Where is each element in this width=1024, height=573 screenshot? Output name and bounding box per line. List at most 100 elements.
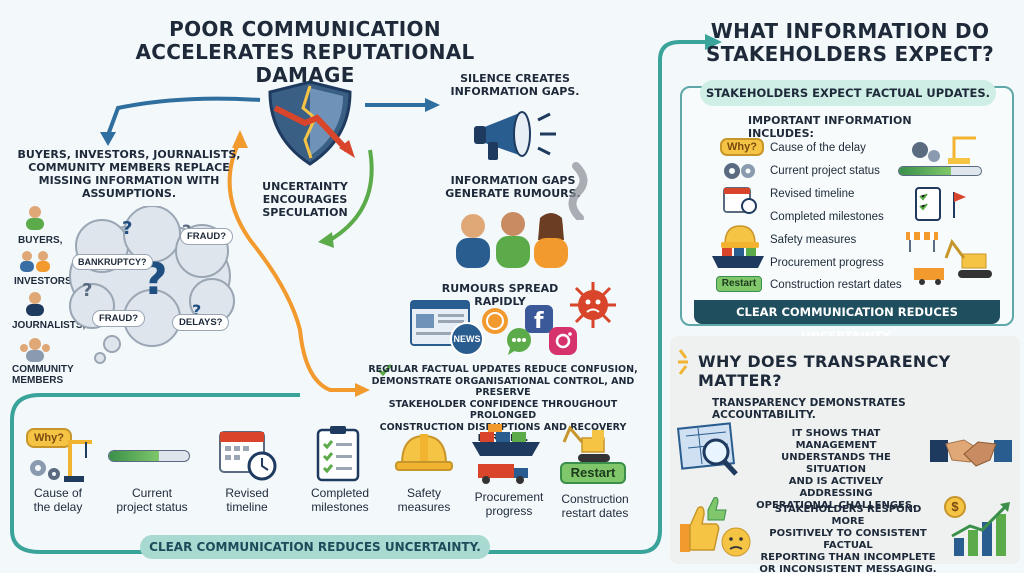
green-arrow	[328, 149, 374, 242]
growth-chart-icon	[951, 502, 1010, 556]
regular-line-2: DEMONSTRATE ORGANISATIONAL CONTROL, AND …	[371, 375, 635, 399]
bottom-label-safety-line-2: measures	[397, 500, 451, 514]
bottom-label-timeline-line-2: timeline	[226, 500, 268, 514]
bubble-fraud-bottom: FRAUD?	[92, 310, 146, 327]
expect-why-bubble: Why?	[720, 138, 764, 156]
bottom-label-procurement: Procurement progress	[464, 490, 554, 518]
rss-globe-icon	[482, 308, 508, 334]
transparency-text-2-line-3: REPORTING THAN INCOMPLETE	[760, 552, 936, 563]
expect-heading: IMPORTANT INFORMATION INCLUDES:	[748, 114, 912, 140]
expect-progress-fill	[899, 167, 952, 175]
progress-bar	[108, 450, 190, 462]
arrow-head-orange-right	[355, 383, 370, 397]
transparency-text-1: IT SHOWS THAT MANAGEMENT UNDERSTANDS THE…	[756, 428, 916, 512]
arrow-head-orange-up	[232, 130, 248, 148]
handshake-icon	[930, 439, 1012, 467]
right-title-line-2: STAKEHOLDERS EXPECT?	[706, 42, 994, 66]
right-title: WHAT INFORMATION DO STAKEHOLDERS EXPECT?	[690, 20, 1010, 66]
regular-line-3: STAKEHOLDER CONFIDENCE THROUGHOUT PROLON…	[388, 398, 618, 422]
silence-text: SILENCE CREATES INFORMATION GAPS.	[445, 72, 585, 98]
checkmark-icon	[378, 364, 392, 376]
investors-group-icon	[20, 251, 50, 272]
community-group-icon	[20, 338, 50, 362]
gaps-text: INFORMATION GAPS GENERATE RUMOURS.	[438, 174, 588, 200]
bottom-label-cause-line-1: Cause of	[33, 486, 83, 500]
transparency-text-2-line-1: STAKEHOLDERS RESPOND MORE	[774, 504, 922, 527]
label-investors: INVESTORS,	[14, 276, 75, 287]
instagram-icon	[549, 327, 577, 355]
svg-text:?: ?	[122, 218, 132, 239]
bottom-why-bubble: Why?	[26, 428, 72, 448]
label-buyers: BUYERS,	[18, 235, 63, 246]
right-title-line-1: WHAT INFORMATION DO	[710, 19, 990, 43]
expect-item-status: Current project status	[770, 165, 880, 177]
news-badge: NEWS	[450, 322, 484, 356]
label-journalists: JOURNALISTS,	[12, 320, 86, 331]
arrow-head-left	[100, 132, 116, 146]
expect-calendar-icon	[723, 187, 757, 214]
chat-icon	[507, 328, 531, 355]
svg-text:?: ?	[82, 280, 92, 301]
transparency-text-2-line-2: POSITIVELY TO CONSISTENT FACTUAL	[769, 528, 927, 551]
transparency-text-2-line-4: OR INCONSISTENT MESSAGING.	[759, 564, 937, 573]
bottom-label-status-line-2: project status	[116, 500, 188, 514]
bottom-label-cause: Cause of the delay	[18, 486, 98, 514]
cargo-ship-truck-icon	[472, 424, 540, 484]
bottom-label-status: Current project status	[104, 486, 200, 514]
transparency-text-1-line-2: UNDERSTANDS THE SITUATION	[781, 452, 891, 475]
expect-item-cause: Cause of the delay	[770, 142, 866, 154]
bottom-label-procurement-line-1: Procurement	[474, 490, 544, 504]
expect-item-timeline: Revised timeline	[770, 188, 855, 200]
expect-clipboard-flag-icon	[915, 187, 966, 221]
silence-line-2: INFORMATION GAPS.	[450, 85, 580, 98]
transparency-text-2: STAKEHOLDERS RESPOND MORE POSITIVELY TO …	[758, 504, 938, 573]
facebook-icon: f	[525, 305, 553, 334]
clipboard-checklist-icon	[316, 426, 360, 482]
thumbs-up-face-icon	[680, 497, 751, 557]
bottom-label-timeline: Revised timeline	[212, 486, 282, 514]
bottom-label-restart: Construction restart dates	[550, 492, 640, 520]
expect-gears-icon	[724, 163, 755, 179]
megaphone-icon	[474, 111, 556, 160]
bottom-restart-button: Restart	[560, 462, 626, 484]
bubble-delays: DELAYS?	[172, 314, 230, 331]
cracked-shield-icon	[268, 80, 355, 166]
calendar-clock-icon	[219, 431, 277, 481]
buyer-person-icon	[26, 206, 44, 230]
sparkle-icon	[678, 349, 688, 375]
bottom-label-status-line-1: Current	[131, 486, 172, 500]
gaps-line-1: INFORMATION GAPS	[450, 174, 576, 187]
uncertainty-text: UNCERTAINTY ENCOURAGES SPECULATION	[250, 180, 360, 219]
bottom-label-timeline-line-1: Revised	[225, 486, 269, 500]
assumptions-line-1: BUYERS, INVESTORS, JOURNALISTS,	[17, 148, 241, 161]
expect-barrier-icon	[906, 232, 938, 252]
expect-progress-bar	[898, 166, 982, 176]
bottom-label-safety-line-1: Safety	[406, 486, 442, 500]
gaps-line-2: GENERATE RUMOURS.	[445, 187, 581, 200]
regular-line-1: REGULAR FACTUAL UPDATES REDUCE CONFUSION…	[368, 364, 638, 375]
assumptions-text: BUYERS, INVESTORS, JOURNALISTS, COMMUNIT…	[14, 148, 244, 200]
svg-text:f: f	[534, 309, 544, 334]
expect-item-milestones: Completed milestones	[770, 211, 884, 223]
bottom-label-procurement-line-2: progress	[485, 504, 533, 518]
main-title: POOR COMMUNICATION ACCELERATES REPUTATIO…	[95, 18, 515, 87]
arrow-head-teal	[705, 34, 722, 50]
bottom-label-restart-line-2: restart dates	[561, 506, 629, 520]
uncertainty-line-3: SPECULATION	[262, 206, 348, 219]
bubble-fraud-top: FRAUD?	[180, 228, 234, 245]
bottom-label-safety: Safety measures	[388, 486, 460, 514]
expect-pill: STAKEHOLDERS EXPECT FACTUAL UPDATES.	[700, 80, 996, 106]
excavator-icon	[562, 425, 610, 462]
bottom-label-cause-line-2: the delay	[33, 500, 83, 514]
arrow-head-silence	[425, 98, 440, 112]
main-title-line-1: POOR COMMUNICATION	[169, 17, 441, 41]
assumptions-line-2: COMMUNITY MEMBERS REPLACE	[28, 161, 230, 174]
label-community: COMMUNITY MEMBERS	[12, 364, 74, 386]
gossiping-people-icon	[456, 212, 568, 268]
uncertainty-line-2: ENCOURAGES	[262, 193, 348, 206]
bubble-bankruptcy: BANKRUPTCY?	[72, 254, 153, 270]
main-title-line-2: ACCELERATES REPUTATIONAL DAMAGE	[135, 40, 475, 87]
bottom-label-milestones: Completed milestones	[298, 486, 382, 514]
expect-gears-crane-icon	[912, 136, 976, 164]
bottom-label-milestones-line-2: milestones	[311, 500, 369, 514]
